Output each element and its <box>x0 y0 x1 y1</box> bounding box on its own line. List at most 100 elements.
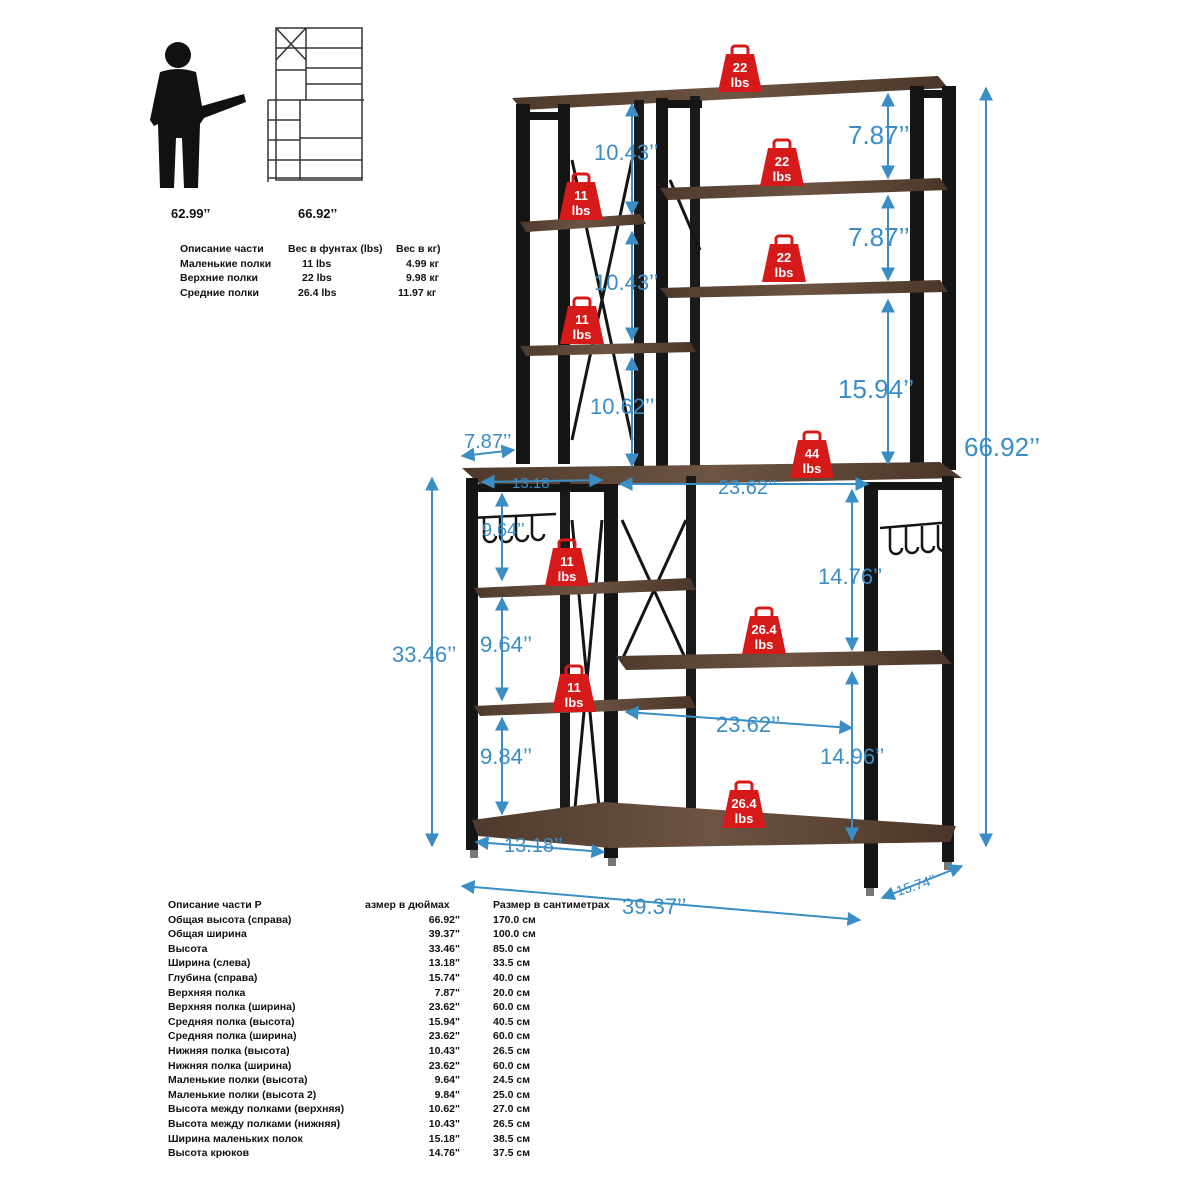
weight-value: 11 <box>575 312 589 327</box>
dim-depth: 15.74’’ <box>894 871 938 899</box>
dim-lower-left-gap: 10.62’’ <box>590 394 654 419</box>
weight-unit: lbs <box>572 203 591 218</box>
hooks-left <box>469 512 557 544</box>
dim-total-height: 66.92’’ <box>964 432 1040 462</box>
weight-unit: lbs <box>773 169 792 184</box>
table-cell: 22 lbs <box>302 272 332 285</box>
table-cell: Нижняя полка (высота) <box>168 1044 290 1057</box>
table-cell: Ширина (слева) <box>168 957 251 970</box>
table-cell: 60.0 см <box>493 1030 530 1043</box>
weight-unit: lbs <box>735 811 754 826</box>
table-cell: 170.0 см <box>493 913 536 926</box>
table-row: Маленькие полки (высота)9.64"24.5 см <box>168 1073 568 1088</box>
dim-top-right-gap-1: 7.87’’ <box>848 120 910 150</box>
table-cell: Средняя полка (ширина) <box>168 1030 297 1043</box>
table-cell: 66.92" <box>428 913 460 926</box>
table-cell: 26.5 см <box>493 1044 530 1057</box>
dim-main-gap-1: 14.76’’ <box>818 564 882 589</box>
table-row: Высота между полками (верхняя)10.62"27.0… <box>168 1102 568 1117</box>
table-cell: 23.62" <box>428 1001 460 1014</box>
table-row: Общая высота (справа)66.92"170.0 см <box>168 913 568 928</box>
weight-table-header-lbs: Вес в фунтах (lbs) <box>288 243 383 255</box>
table-cell: 26.5 см <box>493 1117 530 1130</box>
table-cell: 40.0 см <box>493 971 530 984</box>
hutch-top-board <box>512 76 948 110</box>
dim-main-width-mid: 23.62’’ <box>716 712 780 737</box>
person-height-label: 62.99’’ <box>171 206 211 221</box>
table-row: Ширина (слева) 13.18" 33.5 см <box>168 956 568 971</box>
table-cell: 10.43" <box>428 1117 460 1130</box>
dim-mid-left-gap: 10.43’’ <box>594 270 658 295</box>
table-cell: 23.62" <box>428 1059 460 1072</box>
table-cell: 13.18" <box>428 957 460 970</box>
table-cell: Верхняя полка (ширина) <box>168 1001 296 1014</box>
dim-hutch-depth: 7.87’’ <box>464 431 511 453</box>
table-cell: 33.46" <box>428 942 460 955</box>
weight-value: 11 <box>574 188 588 203</box>
dimensions-table-header: Описание части Р азмер в дюймах Размер в… <box>168 898 610 913</box>
small-rack-icon <box>267 27 364 182</box>
table-row: Средняя полка (ширина) 23.62" 60.0 см <box>168 1029 568 1044</box>
table-row: Маленькие полки 11 lbs 4.99 кг <box>180 257 470 272</box>
table-row: Средние полки 26.4 lbs 11.97 кг <box>180 286 470 301</box>
table-row: Нижняя полка (высота)10.43"26.5 см <box>168 1044 568 1059</box>
weight-value: 22 <box>733 60 747 75</box>
table-cell: 9.84" <box>434 1088 460 1101</box>
weight-unit: lbs <box>573 327 592 342</box>
table-cell: Высота <box>168 942 208 955</box>
table-cell: Общая ширина <box>168 928 247 941</box>
table-cell: 60.0 см <box>493 1001 530 1014</box>
table-cell: Высота крюков <box>168 1147 250 1160</box>
weight-value: 44 <box>805 446 820 461</box>
dim-main-gap-2: 14.96’’ <box>820 744 884 769</box>
table-cell: 9.64" <box>434 1074 460 1087</box>
table-cell: 24.5 см <box>493 1074 530 1087</box>
table-cell: Верхняя полка <box>168 986 246 999</box>
table-cell: 10.62" <box>428 1103 460 1116</box>
table-cell: 11 lbs <box>302 257 332 270</box>
table-cell: 15.94" <box>428 1015 460 1028</box>
weight-value: 11 <box>567 680 581 695</box>
dim-hook-gap: 9.64’’ <box>482 520 525 540</box>
weight-table-header-part: Описание части <box>180 243 264 255</box>
table-row: Верхние полки 22 lbs 9.98 кг <box>180 271 470 286</box>
table-cell: 23.62" <box>428 1030 460 1043</box>
weight-table-header-kg: Вес в кг) <box>396 243 441 255</box>
table-cell: 37.5 см <box>493 1147 530 1160</box>
weight-unit: lbs <box>558 569 577 584</box>
weight-unit: lbs <box>565 695 584 710</box>
dims-header-part: Описание части Р <box>168 899 262 911</box>
weight-unit: lbs <box>731 75 750 90</box>
weight-unit: lbs <box>803 461 822 476</box>
dim-small-gap-3: 9.84’’ <box>480 744 532 769</box>
table-cell: 40.5 см <box>493 1015 530 1028</box>
dimension-lines <box>425 86 993 926</box>
weight-value: 26.4 <box>751 622 777 637</box>
person-icon <box>150 42 246 188</box>
weight-tags: 22lbs22lbs22lbs11lbs11lbs44lbs11lbs26.4l… <box>545 44 834 828</box>
weight-value: 22 <box>775 154 789 169</box>
dim-small-width-top: 13.18 <box>512 475 550 492</box>
table-cell: 38.5 см <box>493 1132 530 1145</box>
weight-unit: lbs <box>775 265 794 280</box>
table-row: Нижняя полка (ширина)23.62"60.0 см <box>168 1059 568 1074</box>
hooks-right <box>879 520 953 556</box>
rack-height-label: 66.92’’ <box>298 206 338 221</box>
table-cell: 33.5 см <box>493 957 530 970</box>
table-row: Маленькие полки (высота 2)9.84"25.0 см <box>168 1088 568 1103</box>
dim-top-left-gap: 10.43’’ <box>594 140 658 165</box>
table-row: Высота между полками (нижняя)10.43"26.5 … <box>168 1117 568 1132</box>
